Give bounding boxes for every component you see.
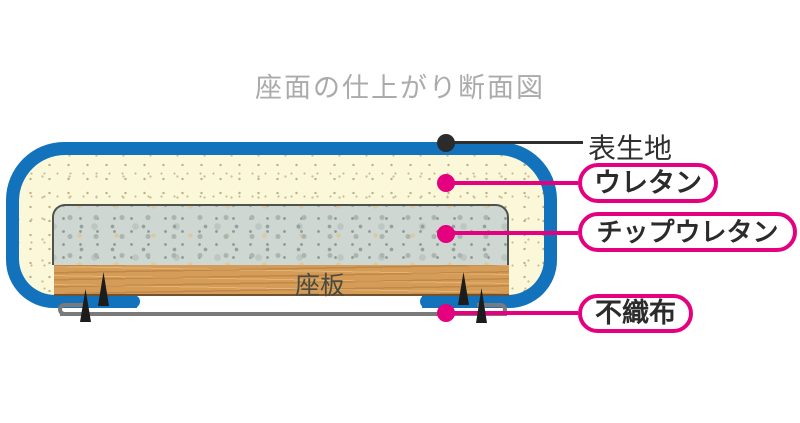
- fabric-leader-line: [446, 141, 583, 144]
- chip-urethane-anchor-dot: [437, 225, 455, 243]
- urethane-anchor-dot: [437, 174, 455, 192]
- fabric-anchor-dot: [437, 134, 455, 152]
- fabric-bottom-edge-left: [106, 295, 140, 308]
- nonwoven-leader-line: [446, 311, 578, 315]
- chip-urethane-label-badge: チップウレタン: [578, 212, 797, 252]
- tack-icon: [98, 272, 109, 306]
- chip-urethane-layer: [52, 204, 509, 265]
- bottom-fabric-gap: [137, 293, 422, 311]
- urethane-label-badge: ウレタン: [578, 163, 718, 203]
- nonwoven-label-badge: 不織布: [578, 294, 693, 333]
- diagram-title: 座面の仕上がり断面図: [255, 73, 545, 103]
- nonwoven-fabric-line: [60, 312, 507, 316]
- chip-urethane-leader-line: [446, 231, 578, 235]
- urethane-leader-line: [446, 181, 578, 185]
- nonwoven-anchor-dot: [437, 304, 455, 322]
- nonwoven-fold-left: [58, 303, 88, 316]
- tack-icon: [458, 272, 469, 305]
- seat-board-label: 座板: [295, 272, 346, 300]
- tack-icon: [80, 289, 91, 322]
- fabric-label: 表生地: [588, 133, 673, 164]
- seat-board: 座板: [54, 265, 509, 300]
- tack-icon: [476, 288, 487, 323]
